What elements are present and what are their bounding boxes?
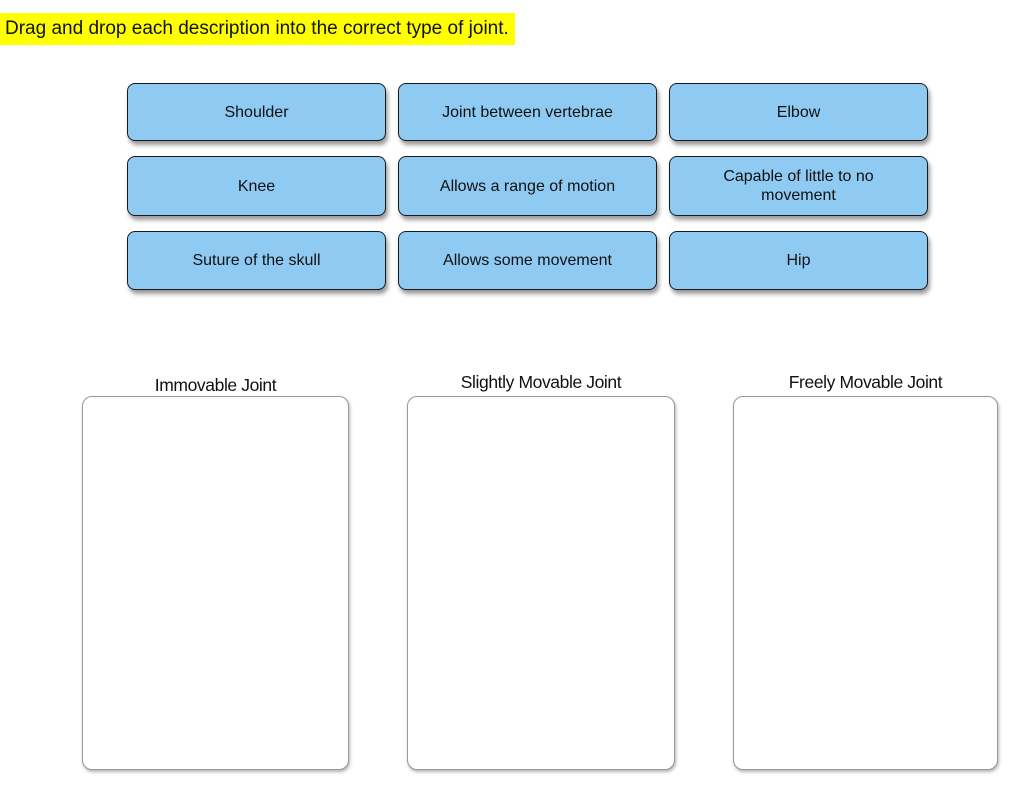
drag-tile-hip[interactable]: Hip (669, 231, 928, 290)
drag-tile-allows-some-movement[interactable]: Allows some movement (398, 231, 657, 290)
drop-zone-label-freely-movable: Freely Movable Joint (788, 372, 943, 392)
drop-zone-slightly-movable-joint[interactable] (407, 396, 675, 770)
drop-zone-label-immovable: Immovable Joint (154, 375, 277, 395)
drag-tile-suture-of-the-skull[interactable]: Suture of the skull (127, 231, 386, 290)
drag-tile-knee[interactable]: Knee (127, 156, 386, 216)
drag-tile-allows-range-of-motion[interactable]: Allows a range of motion (398, 156, 657, 216)
drop-zone-freely-movable-joint[interactable] (733, 396, 998, 770)
drag-tile-elbow[interactable]: Elbow (669, 83, 928, 141)
drag-tile-capable-of-little-to-no-movement[interactable]: Capable of little to no movement (669, 156, 928, 216)
drag-tile-shoulder[interactable]: Shoulder (127, 83, 386, 141)
drag-tile-joint-between-vertebrae[interactable]: Joint between vertebrae (398, 83, 657, 141)
drop-zone-label-slightly-movable: Slightly Movable Joint (460, 372, 622, 392)
drop-zone-immovable-joint[interactable] (82, 396, 349, 770)
instruction-text: Drag and drop each description into the … (0, 13, 515, 45)
tile-grid: Shoulder Joint between vertebrae Elbow K… (127, 83, 928, 290)
